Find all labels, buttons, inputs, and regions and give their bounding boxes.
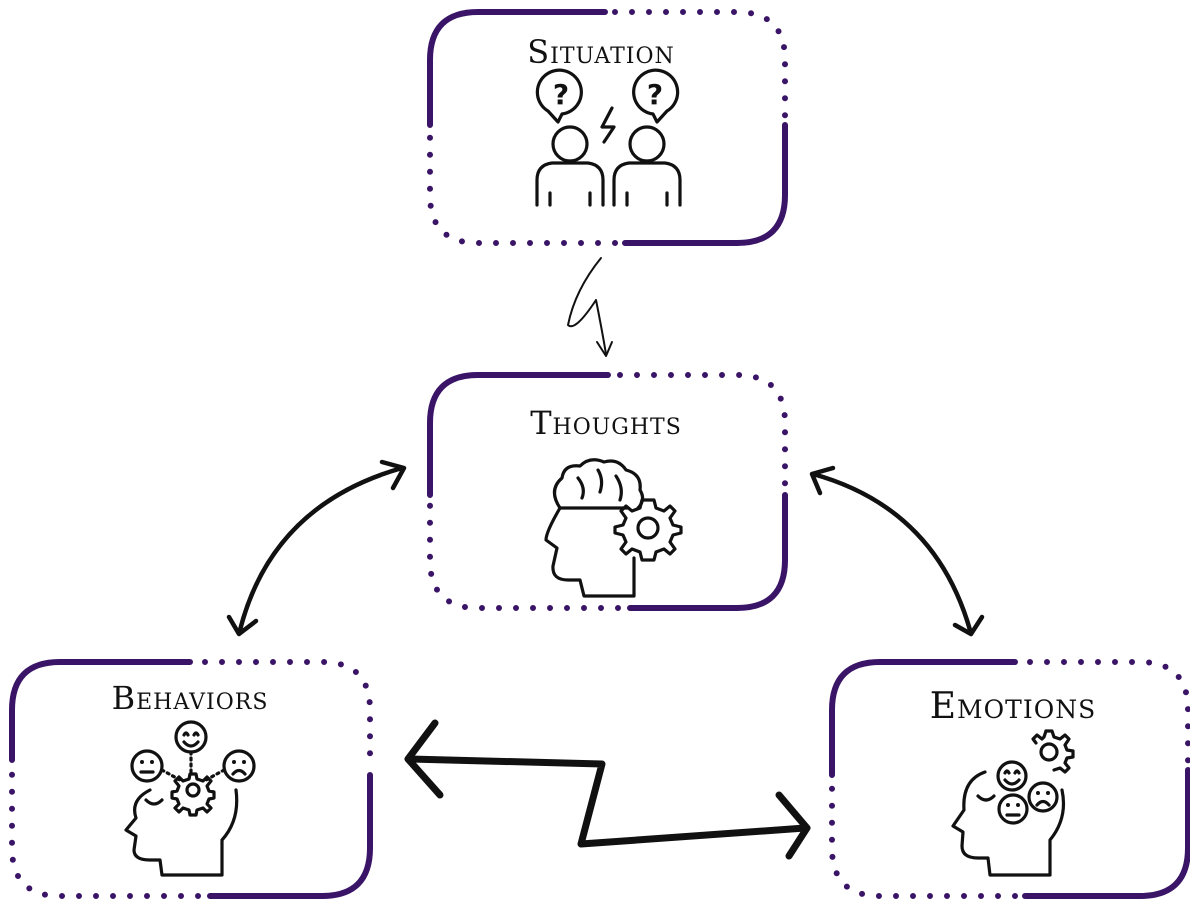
emotions-node: Emotions <box>829 659 1190 899</box>
behaviors-node: Behaviors <box>9 659 373 899</box>
connector-thoughts-behaviors <box>226 459 407 637</box>
emotions-box-dotted-border-left <box>829 780 1018 899</box>
head-with-brain-and-gear-icon <box>544 458 683 598</box>
situation-box-solid-border-right <box>622 122 788 246</box>
behaviors-box-dotted-border-left <box>9 769 201 899</box>
thoughts-box-solid-border-right <box>627 492 788 611</box>
svg-text:?: ? <box>553 78 569 111</box>
connector-behaviors-emotions <box>404 719 811 860</box>
svg-text:?: ? <box>647 78 663 111</box>
situation-node: Situation ? ? <box>427 9 788 246</box>
behaviors-box-dotted-border <box>202 659 373 768</box>
connector-thoughts-emotions <box>809 465 985 637</box>
thoughts-label: Thoughts <box>530 404 682 442</box>
emotions-box-solid-border <box>829 659 1018 778</box>
emotions-box-solid-border-right <box>1022 767 1190 899</box>
emotions-label: Emotions <box>930 686 1096 727</box>
thoughts-node: Thoughts <box>427 372 788 611</box>
thoughts-box-solid-border <box>427 372 611 498</box>
thoughts-box-dotted-border-left <box>427 500 621 611</box>
emotions-box-dotted-border <box>1027 659 1190 765</box>
situation-label: Situation <box>527 33 675 71</box>
behaviors-box-solid-border-right <box>207 772 373 899</box>
behaviors-box-solid-border <box>9 659 193 763</box>
connector-situation-to-thoughts <box>567 257 613 357</box>
situation-box-solid-border <box>427 9 608 128</box>
thoughts-box-dotted-border <box>617 372 788 490</box>
behaviors-label: Behaviors <box>112 679 269 717</box>
head-with-emotion-faces-icon <box>951 729 1075 877</box>
two-people-questioning-icon: ? ? <box>535 68 682 207</box>
head-with-faces-and-gear-icon <box>124 720 256 877</box>
